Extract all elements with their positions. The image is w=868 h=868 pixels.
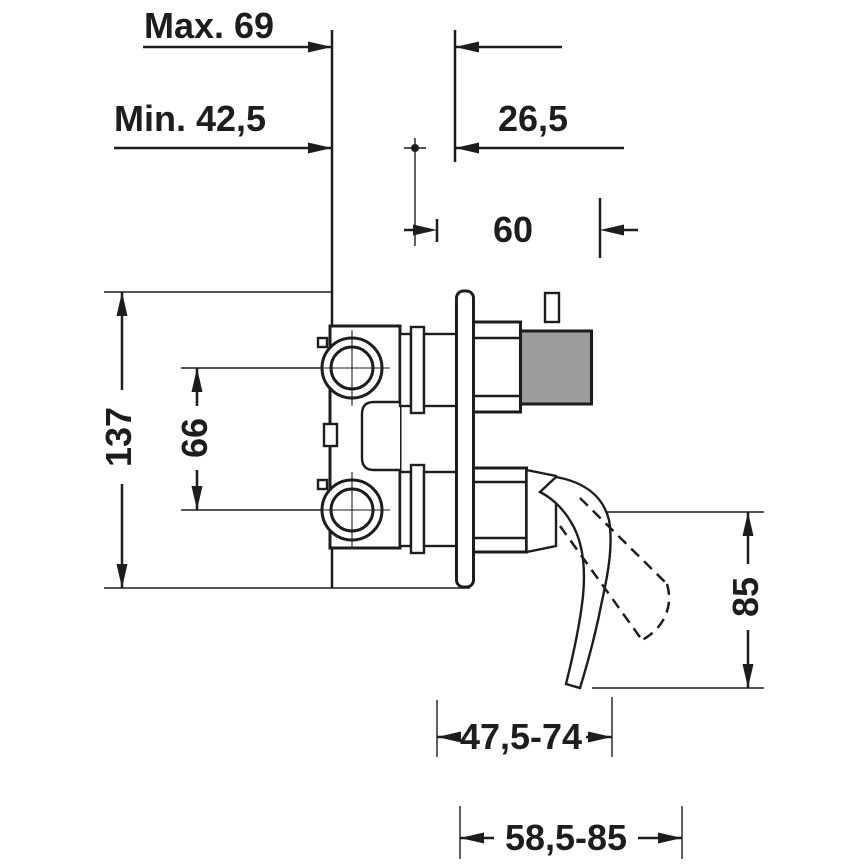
dim-label-60: 60 xyxy=(493,209,533,250)
diverter-pin xyxy=(543,291,561,324)
port-upper xyxy=(316,330,390,406)
dim-min-42-5: Min. 42,5 xyxy=(114,98,332,154)
arrowhead-right-icon xyxy=(308,41,332,53)
dim-137: 137 xyxy=(98,292,139,588)
handle-assembly xyxy=(472,466,671,690)
dim-60: 60 xyxy=(404,209,638,250)
dim-label-max-depth: Max. 69 xyxy=(144,5,274,46)
dim-58-5-85: 58,5-85 xyxy=(460,817,682,858)
dim-label-47-5-74: 47,5-74 xyxy=(460,716,582,757)
arrowhead-left-icon xyxy=(460,832,484,844)
lever-dashed-upper-edge xyxy=(579,497,668,585)
valve-lower-ring2 xyxy=(409,463,426,555)
dim-85: 85 xyxy=(725,512,766,688)
port-lower xyxy=(316,472,390,548)
diverter-flange xyxy=(472,320,522,414)
arrowhead-right-icon xyxy=(588,731,612,743)
dim-66: 66 xyxy=(174,368,215,510)
dim-label-min-depth: Min. 42,5 xyxy=(114,98,266,139)
mixer-valve-figure xyxy=(316,289,671,690)
dim-47-5-74: 47,5-74 xyxy=(437,716,612,757)
arrowhead-left-icon xyxy=(600,224,624,236)
arrowhead-up-icon xyxy=(191,368,203,392)
dim-26-5: 26,5 xyxy=(455,98,624,154)
port-lower-tab xyxy=(316,478,329,491)
dim-label-66: 66 xyxy=(174,418,215,458)
lever-dashed-lower-edge xyxy=(558,525,644,641)
arrowhead-down-icon xyxy=(116,564,128,588)
lever-dashed-tip xyxy=(641,583,671,642)
arrowhead-left-icon xyxy=(455,41,479,53)
arrowhead-right-icon xyxy=(308,142,332,154)
valve-upper-ring2 xyxy=(409,325,426,415)
dim-max-69: Max. 69 xyxy=(143,5,562,53)
arrowhead-left-icon xyxy=(455,142,479,154)
dim-label-58-5-85: 58,5-85 xyxy=(505,817,627,858)
dim-label-85: 85 xyxy=(725,577,766,617)
arrowhead-down-icon xyxy=(191,486,203,510)
valve-upper-stub xyxy=(398,325,459,415)
lever-dashed-extended-position xyxy=(558,497,671,642)
centerline-dot xyxy=(411,144,419,152)
arrowhead-left-icon xyxy=(437,731,461,743)
arrowhead-down-icon xyxy=(742,664,754,688)
valve-lower-ring1 xyxy=(398,470,413,548)
arrowhead-right-icon xyxy=(658,832,682,844)
arrowhead-up-icon xyxy=(116,292,128,316)
valve-lower-body xyxy=(422,470,459,548)
arrowhead-up-icon xyxy=(742,512,754,536)
valve-lower-stub xyxy=(398,463,459,555)
mounting-box-cutout xyxy=(360,400,400,472)
handle-flange xyxy=(472,466,528,554)
valve-upper-body xyxy=(422,332,459,408)
wall-plate xyxy=(455,289,475,589)
port-upper-tab xyxy=(316,336,329,349)
diverter-cartridge-gray xyxy=(519,329,593,406)
dim-label-137: 137 xyxy=(98,407,139,467)
lever-solid xyxy=(537,475,612,690)
dim-label-26-5: 26,5 xyxy=(498,98,568,139)
valve-upper-ring1 xyxy=(398,332,413,408)
mounting-box-left-tab xyxy=(322,422,339,448)
arrowhead-right-icon xyxy=(413,224,437,236)
diverter-assembly xyxy=(472,291,593,414)
